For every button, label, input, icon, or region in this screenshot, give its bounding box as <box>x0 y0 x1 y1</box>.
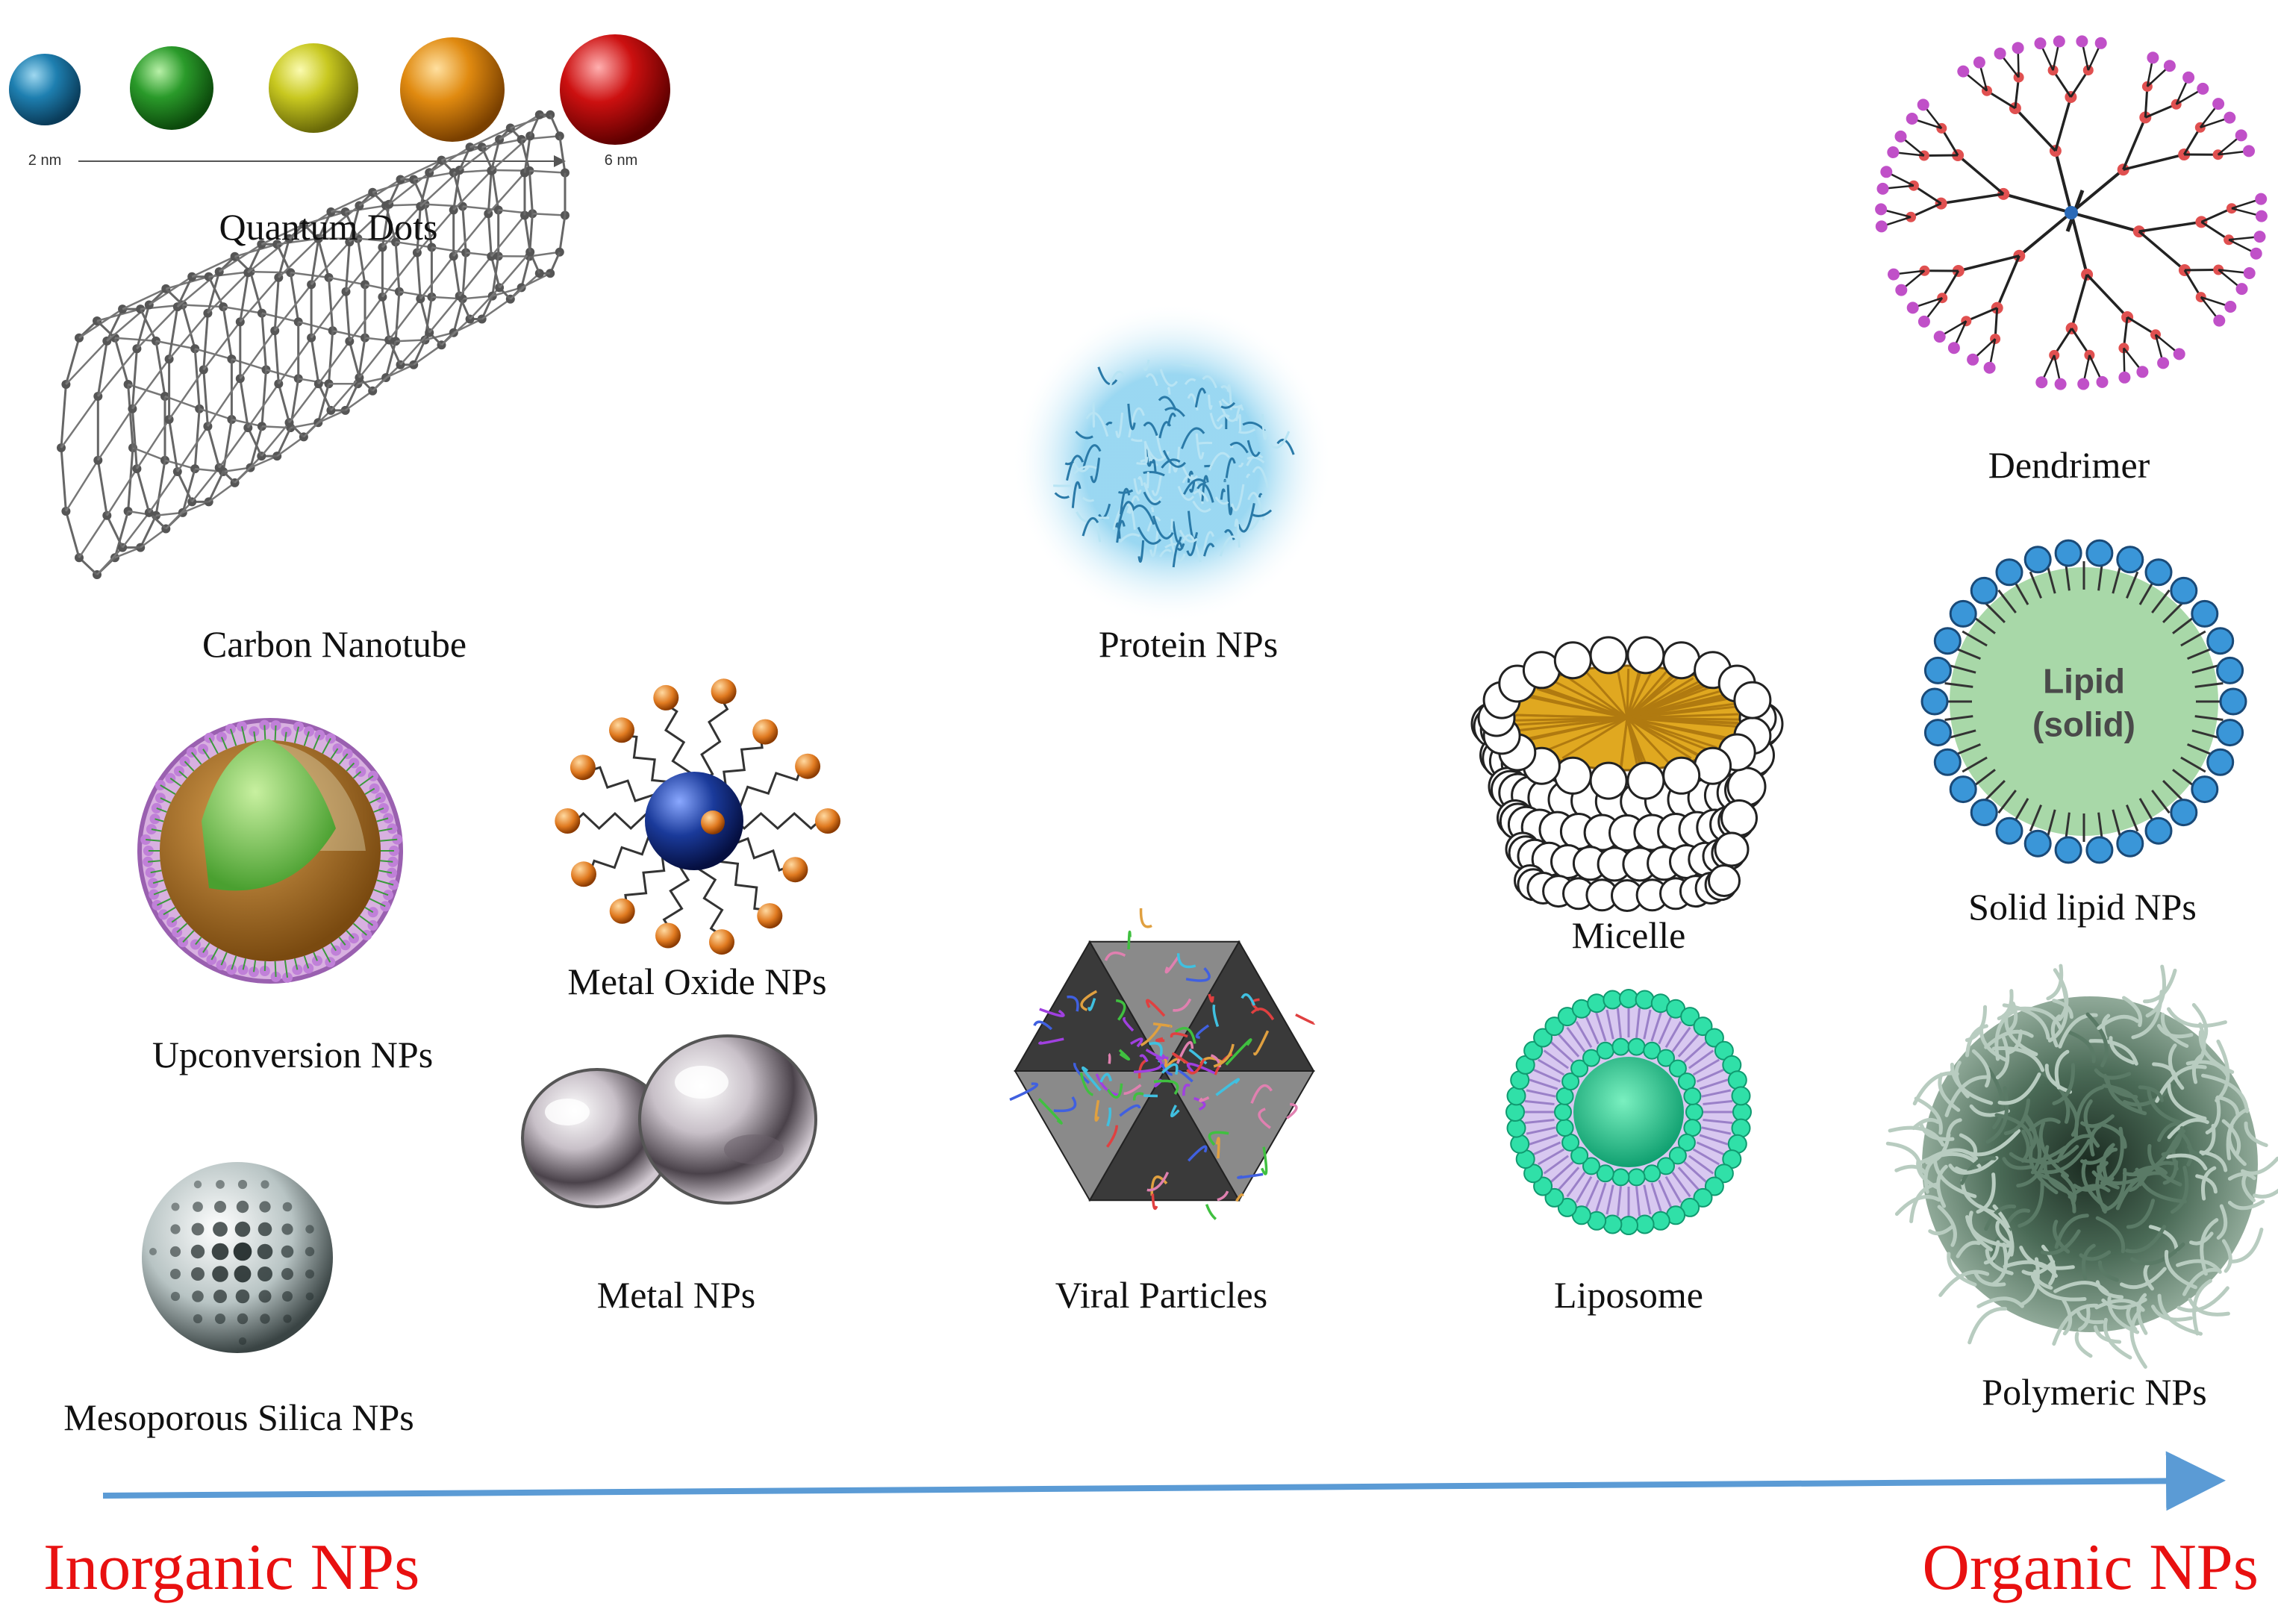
qd-scale-min-label: 2 nm <box>28 152 62 169</box>
solid-lipid-np-label: Solid lipid NPs <box>1968 886 2197 928</box>
carbon-nanotube-figure <box>57 110 570 579</box>
liposome-label: Liposome <box>1554 1274 1703 1316</box>
dendrimer-label: Dendrimer <box>1988 444 2150 486</box>
carbon-nanotube-label: Carbon Nanotube <box>202 623 467 665</box>
upconversion-np-figure <box>137 718 403 984</box>
liposome-figure <box>1505 989 1752 1235</box>
micelle-figure <box>1470 636 1784 912</box>
inorganic-to-organic-arrow <box>102 1451 2226 1511</box>
polymeric-np-figure <box>1885 964 2278 1369</box>
protein-np-label: Protein NPs <box>1098 623 1279 665</box>
solid-lipid-np-figure <box>1920 539 2247 864</box>
inorganic-nps-label: Inorganic NPs <box>43 1531 420 1604</box>
solid-lipid-core-line1: Lipid <box>2043 661 2125 701</box>
viral-particle-figure <box>1009 908 1316 1220</box>
organic-nps-label: Organic NPs <box>1922 1531 2259 1604</box>
solid-lipid-core-label: Lipid (solid) <box>2032 660 2135 746</box>
upconversion-np-label: Upconversion NPs <box>152 1034 434 1075</box>
protein-np-figure <box>1011 302 1332 623</box>
qd-scale-max-label: 6 nm <box>604 152 638 169</box>
quantum-dots-figure <box>9 34 670 167</box>
mesoporous-silica-np-figure <box>142 1162 333 1353</box>
metal-oxide-np-figure <box>555 678 840 955</box>
dendrimer-figure <box>1875 35 2268 390</box>
polymeric-np-label: Polymeric NPs <box>1982 1371 2207 1413</box>
metal-np-figure <box>521 1034 817 1208</box>
metal-oxide-np-label: Metal Oxide NPs <box>567 961 827 1002</box>
micelle-label: Micelle <box>1571 914 1686 956</box>
viral-particle-label: Viral Particles <box>1055 1274 1268 1316</box>
metal-np-label: Metal NPs <box>596 1274 756 1316</box>
mesoporous-silica-np-label: Mesoporous Silica NPs <box>63 1396 414 1438</box>
solid-lipid-core-line2: (solid) <box>2032 705 2135 743</box>
quantum-dots-label: Quantum Dots <box>219 206 438 248</box>
